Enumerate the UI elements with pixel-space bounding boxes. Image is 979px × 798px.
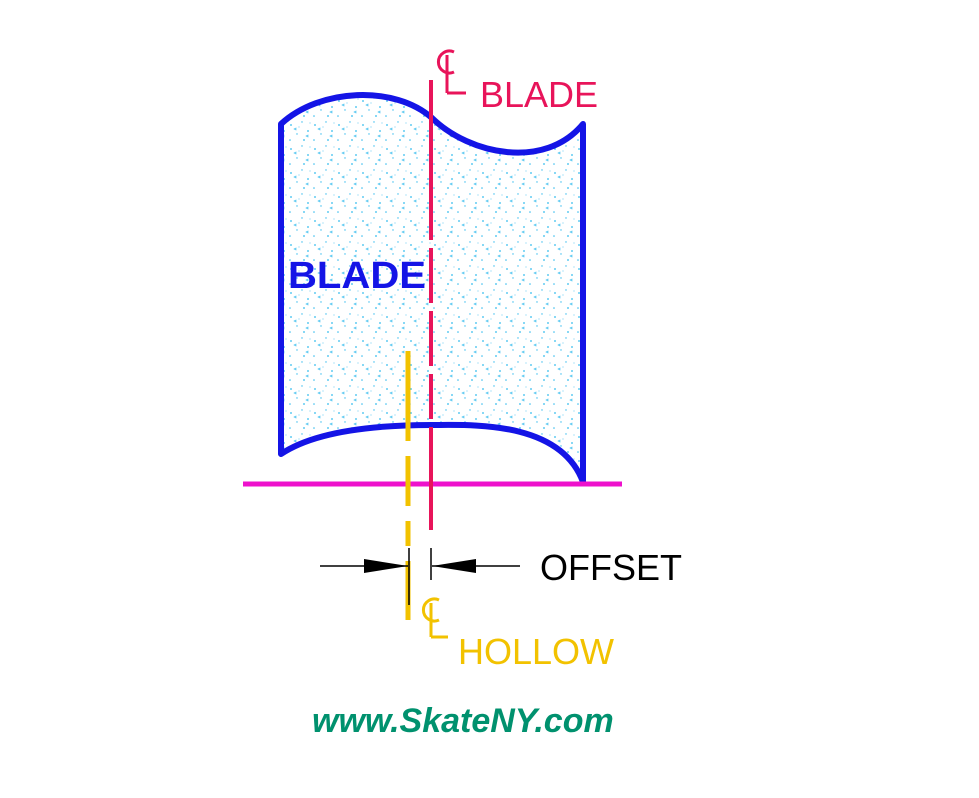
website-text[interactable]: www.SkateNY.com <box>312 702 614 740</box>
hollow-centerline-symbol <box>421 597 448 639</box>
offset-dimension <box>320 548 520 605</box>
blade-centerline-symbol <box>436 49 466 95</box>
offset-label: OFFSET <box>540 547 682 588</box>
hollow-centerline-label: HOLLOW <box>458 631 614 672</box>
blade-label: BLADE <box>288 255 426 297</box>
blade-centerline-label: BLADE <box>480 74 598 115</box>
